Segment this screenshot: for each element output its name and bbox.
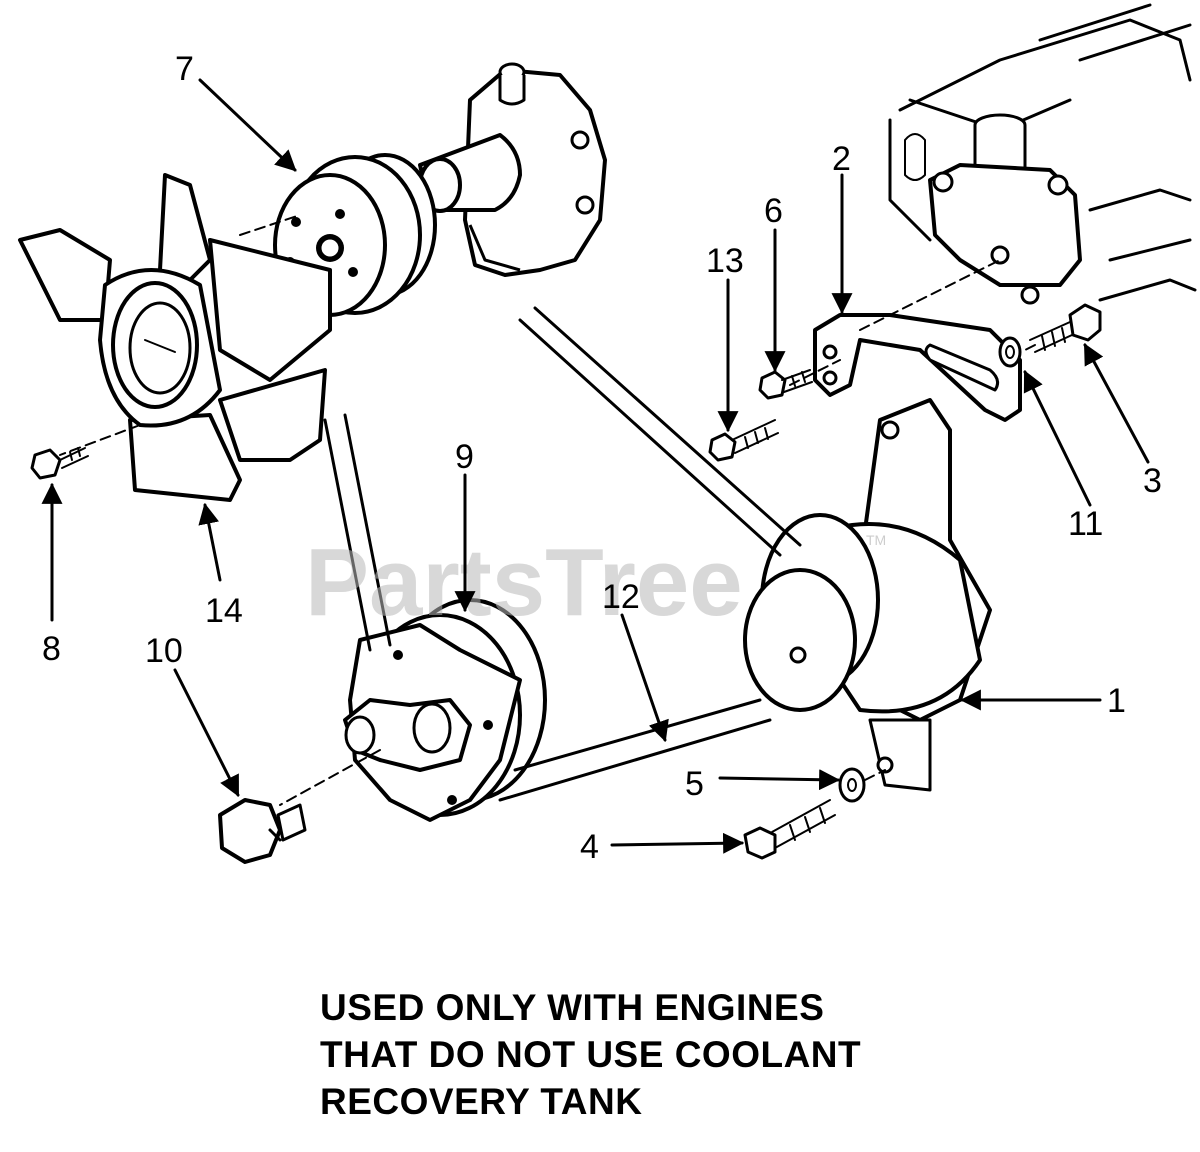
bolt-8 xyxy=(30,447,89,480)
watermark: PartsTree TM xyxy=(305,529,886,636)
callout-9: 9 xyxy=(455,438,474,476)
cooling-fan xyxy=(18,173,332,502)
callout-10: 10 xyxy=(145,632,183,670)
callout-2: 2 xyxy=(832,140,851,178)
callout-7: 7 xyxy=(175,50,194,88)
callout-1: 1 xyxy=(1107,682,1126,720)
callout-6: 6 xyxy=(764,192,783,230)
adjusting-bracket xyxy=(813,313,1022,422)
callout-3: 3 xyxy=(1143,462,1162,500)
watermark-text: PartsTree xyxy=(305,529,743,636)
callout-14: 14 xyxy=(205,592,243,630)
crankshaft-pulley xyxy=(343,598,547,822)
callout-13: 13 xyxy=(706,242,744,280)
callout-11: 11 xyxy=(1068,505,1103,543)
callout-5: 5 xyxy=(685,765,704,803)
callout-4: 4 xyxy=(580,828,599,866)
bolt-6 xyxy=(758,369,813,400)
callout-8: 8 xyxy=(42,630,61,668)
assembly-lines xyxy=(59,214,1036,806)
usage-note: USED ONLY WITH ENGINES THAT DO NOT USE C… xyxy=(320,987,861,1122)
callout-12: 12 xyxy=(602,578,640,616)
bolt-10 xyxy=(218,798,307,864)
engine-block xyxy=(888,3,1197,302)
callouts: 7 2 6 13 3 11 9 14 8 12 10 1 5 4 xyxy=(42,50,1162,866)
watermark-tm: TM xyxy=(866,532,886,548)
note-line-2: THAT DO NOT USE COOLANT xyxy=(320,1034,861,1075)
bolt-13 xyxy=(708,419,779,462)
water-pump xyxy=(418,62,607,277)
thermostat-housing xyxy=(928,113,1082,305)
note-line-3: RECOVERY TANK xyxy=(320,1081,642,1122)
alternator xyxy=(743,398,992,792)
fan-belt xyxy=(323,306,802,802)
bolt-4 xyxy=(743,799,836,860)
washer-5 xyxy=(838,767,866,803)
bolt-3 xyxy=(1029,303,1102,353)
leader-lines xyxy=(41,78,1150,854)
note-line-1: USED ONLY WITH ENGINES xyxy=(320,987,824,1028)
washer-11 xyxy=(998,336,1022,368)
